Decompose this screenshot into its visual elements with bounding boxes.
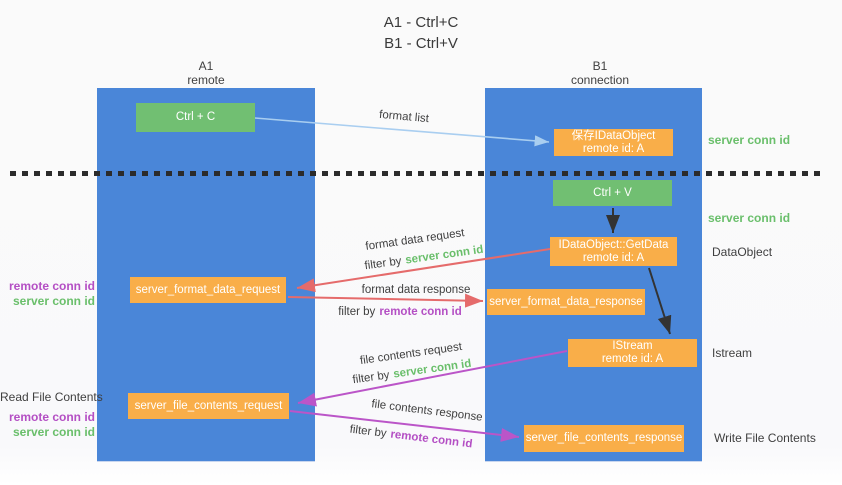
read-file-contents-label: Read File Contents bbox=[0, 390, 103, 404]
column-a1-name: A1 bbox=[198, 59, 214, 73]
istream-line1: IStream bbox=[612, 340, 653, 352]
filter-by-text: filter by bbox=[338, 306, 376, 318]
server-file-contents-request-node: server_file_contents_request bbox=[128, 393, 289, 419]
server-format-data-request-label: server_format_data_request bbox=[135, 283, 281, 296]
server-format-data-response-label: server_format_data_response bbox=[489, 295, 643, 308]
server-file-contents-response-label: server_file_contents_response bbox=[525, 432, 683, 444]
server-conn-id-left-mid: server conn id bbox=[12, 294, 95, 308]
server-format-data-request-node: server_format_data_request bbox=[130, 277, 286, 303]
getdata-line2: remote id: A bbox=[582, 251, 645, 264]
remote-conn-id-left-bottom: remote conn id bbox=[8, 410, 95, 424]
format-data-response-arrow bbox=[287, 293, 484, 308]
server-file-contents-request-label: server_file_contents_request bbox=[134, 399, 283, 412]
istream-node: IStream remote id: A bbox=[568, 339, 697, 367]
getdata-line1: IDataObject::GetData bbox=[558, 238, 669, 251]
ctrl-c-label: Ctrl + C bbox=[175, 111, 216, 123]
title-line-b1: B1 - Ctrl+V bbox=[384, 35, 458, 52]
column-a1-role: remote bbox=[187, 73, 225, 87]
istream-side-label: Istream bbox=[712, 346, 753, 360]
ctrl-v-label: Ctrl + V bbox=[593, 186, 632, 199]
dataobject-side-label: DataObject bbox=[712, 245, 773, 259]
server-conn-id-text: server conn id bbox=[392, 357, 473, 381]
server-conn-id-text: server conn id bbox=[404, 243, 485, 267]
format-data-response-label: format data response bbox=[361, 284, 471, 296]
server-conn-id-right-mid: server conn id bbox=[708, 211, 791, 225]
ctrl-v-node: Ctrl + V bbox=[553, 180, 672, 206]
column-header-a1: A1 remote bbox=[146, 59, 266, 87]
title-line-a1: A1 - Ctrl+C bbox=[383, 14, 459, 31]
save-idataobject-node: 保存IDataObject remote id: A bbox=[554, 129, 673, 156]
remote-conn-id-text: remote conn id bbox=[379, 306, 462, 318]
filter-by-text: filter by bbox=[363, 255, 403, 273]
write-file-contents-label: Write File Contents bbox=[714, 431, 816, 445]
format-list-label: format list bbox=[378, 108, 430, 126]
remote-conn-id-text: remote conn id bbox=[389, 428, 474, 451]
save-idataobject-line2: remote id: A bbox=[582, 142, 645, 155]
save-idataobject-line1: 保存IDataObject bbox=[571, 129, 656, 142]
ctrl-c-node: Ctrl + C bbox=[136, 103, 255, 132]
idataobject-getdata-node: IDataObject::GetData remote id: A bbox=[550, 237, 677, 266]
server-conn-id-left-bottom: server conn id bbox=[12, 425, 95, 439]
server-conn-id-right-top: server conn id bbox=[708, 133, 791, 147]
column-b1-name: B1 bbox=[592, 59, 608, 73]
column-header-b1: B1 connection bbox=[535, 59, 665, 87]
remote-conn-id-left-mid: remote conn id bbox=[8, 279, 95, 293]
session-separator-line bbox=[10, 171, 823, 176]
server-format-data-response-node: server_format_data_response bbox=[487, 289, 645, 315]
istream-line2: remote id: A bbox=[601, 353, 664, 365]
column-b1-role: connection bbox=[570, 73, 630, 87]
file-contents-response-label: file contents response bbox=[370, 398, 484, 424]
filter-by-text: filter by bbox=[348, 423, 388, 440]
diagram-title: A1 - Ctrl+C B1 - Ctrl+V bbox=[0, 12, 842, 54]
server-file-contents-response-node: server_file_contents_response bbox=[524, 425, 684, 452]
filter-by-text: filter by bbox=[351, 369, 391, 387]
